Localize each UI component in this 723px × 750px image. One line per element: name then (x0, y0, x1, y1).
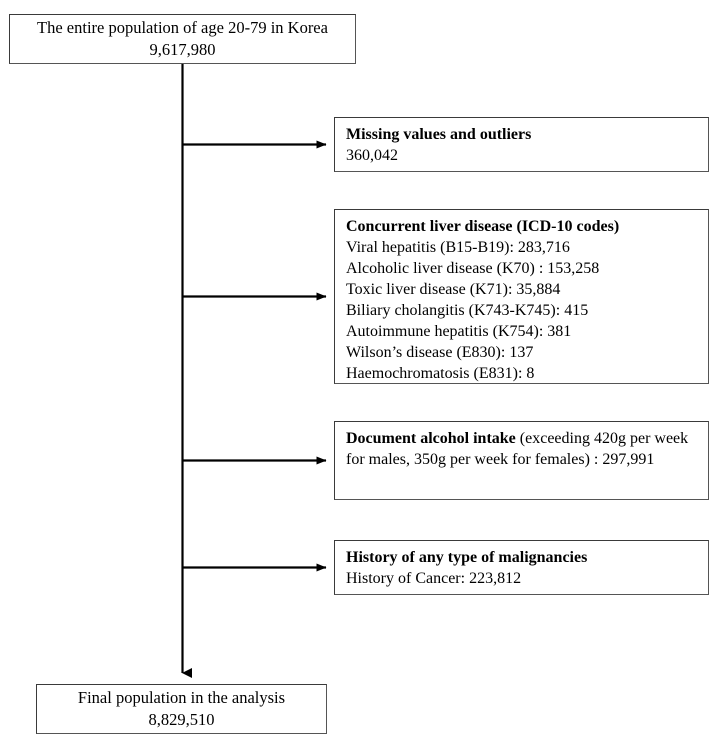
final-population-count: 8,829,510 (148, 710, 215, 729)
node-exclusion-missing-values: Missing values and outliers 360,042 (334, 117, 709, 172)
exclusion-heading: Missing values and outliers (346, 126, 532, 143)
node-final-population: Final population in the analysis 8,829,5… (36, 684, 327, 734)
total-population-label: The entire population of age 20-79 in Ko… (37, 18, 328, 37)
exclusion-heading: Document alcohol intake (346, 430, 516, 447)
node-total-population: The entire population of age 20-79 in Ko… (9, 14, 356, 64)
exclusion-heading: History of any type of malignancies (346, 549, 588, 566)
exclusion-item-viral-hepatitis: Viral hepatitis (B15-B19): 283,716 (346, 239, 570, 256)
exclusion-detail: (exceeding 420g per week for males, 350g… (346, 430, 689, 468)
exclusion-item-wilsons-disease: Wilson’s disease (E830): 137 (346, 344, 534, 361)
exclusion-item-haemochromatosis: Haemochromatosis (E831): 8 (346, 365, 535, 382)
exclusion-item-toxic-liver-disease: Toxic liver disease (K71): 35,884 (346, 281, 561, 298)
final-population-label: Final population in the analysis (77, 688, 286, 707)
node-exclusion-malignancies: History of any type of malignancies Hist… (334, 540, 709, 595)
exclusion-item-biliary-cholangitis: Biliary cholangitis (K743-K745): 415 (346, 302, 589, 319)
node-exclusion-concurrent-liver-disease: Concurrent liver disease (ICD-10 codes) … (334, 209, 709, 384)
exclusion-item: 360,042 (346, 147, 398, 164)
exclusion-item-history-of-cancer: History of Cancer: 223,812 (346, 570, 522, 587)
total-population-count: 9,617,980 (149, 40, 216, 59)
node-exclusion-alcohol-intake: Document alcohol intake (exceeding 420g … (334, 421, 709, 500)
exclusion-item-alcoholic-liver-disease: Alcoholic liver disease (K70) : 153,258 (346, 260, 600, 277)
exclusion-paragraph: Document alcohol intake (exceeding 420g … (346, 428, 698, 470)
exclusion-heading: Concurrent liver disease (ICD-10 codes) (346, 218, 620, 235)
exclusion-item-autoimmune-hepatitis: Autoimmune hepatitis (K754): 381 (346, 323, 572, 340)
